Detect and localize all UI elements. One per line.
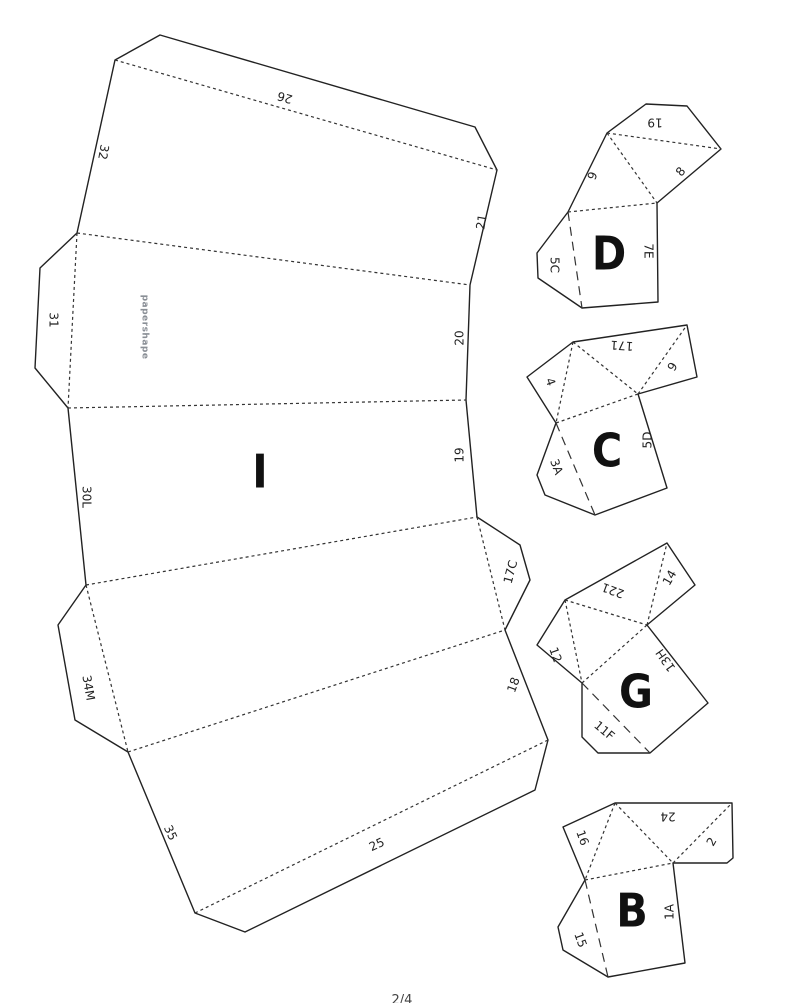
edge-label: 19 [453, 447, 467, 462]
glue-line [581, 682, 651, 754]
fold-line [637, 324, 688, 395]
fold-line [67, 232, 78, 409]
edge-label: 15 [571, 930, 589, 949]
edge-label: 9 [585, 170, 601, 182]
fold-line [114, 59, 498, 171]
edge-label: 20 [453, 330, 467, 345]
fold-line [567, 202, 658, 213]
piece-b: 24 2 16 15 1A B [557, 802, 734, 978]
edge-label: 5D [641, 432, 655, 449]
fold-line [476, 516, 506, 631]
edge-label: 25 [367, 835, 387, 854]
page-number: 2/4 [392, 993, 413, 1003]
edge-label: 21 [473, 213, 489, 230]
edge-label: 4 [543, 376, 559, 388]
edge-label: 30L [80, 486, 94, 508]
piece-d: 19 9 8 5C 7E D [536, 103, 722, 309]
fold-line [555, 341, 574, 424]
brand-watermark: papershape [140, 295, 150, 360]
piece-g-outline [536, 542, 709, 754]
fold-line [672, 802, 733, 864]
edge-label: 31 [47, 312, 61, 327]
fold-line [606, 132, 658, 204]
fold-line [572, 341, 639, 395]
fold-line [581, 624, 648, 684]
edge-label: 19 [647, 116, 662, 130]
glue-line [584, 879, 609, 978]
fold-line [555, 393, 639, 424]
edge-label: 35 [161, 823, 180, 843]
fold-line [127, 629, 506, 753]
edge-label: 3A [547, 457, 566, 477]
edge-label: 5C [548, 257, 562, 273]
fold-line [564, 599, 648, 626]
piece-g: 221 14 12 13H 11F G [536, 542, 709, 754]
edge-label: 17C [501, 559, 521, 585]
fold-line [85, 516, 478, 586]
edge-label: 26 [276, 89, 295, 107]
edge-label: 34M [79, 674, 97, 702]
edge-label: 171 [610, 338, 634, 354]
piece-letter: G [619, 665, 653, 719]
edge-label: 14 [660, 568, 680, 588]
fold-line [606, 132, 722, 150]
edge-label: 24 [660, 810, 675, 824]
piece-letter: C [592, 424, 622, 478]
glue-line [567, 211, 583, 309]
fold-line [564, 599, 583, 684]
edge-label: 16 [573, 828, 591, 847]
piece-letter: I [252, 445, 267, 499]
piece-i: 26 32 21 31 20 19 30L 17C 34M 18 35 25 p… [34, 34, 549, 933]
edge-label: 12 [546, 645, 564, 664]
piece-c-outline [526, 324, 698, 516]
fold-line [85, 584, 129, 753]
edge-label: 7E [642, 243, 656, 258]
piece-i-outline [34, 34, 549, 933]
fold-line [76, 232, 471, 286]
fold-line [614, 802, 674, 864]
piece-c: 171 9 4 3A 5D C [526, 324, 698, 516]
fold-line [67, 399, 467, 409]
fold-line [646, 542, 668, 626]
edge-label: 1A [663, 903, 677, 920]
glue-line [555, 422, 596, 516]
piece-b-outline [557, 802, 734, 978]
fold-line [584, 802, 616, 881]
edge-label: 32 [95, 143, 111, 160]
fold-line [584, 862, 674, 881]
piece-letter: D [592, 227, 626, 281]
piece-letter: B [616, 884, 648, 938]
edge-label: 18 [504, 675, 522, 694]
